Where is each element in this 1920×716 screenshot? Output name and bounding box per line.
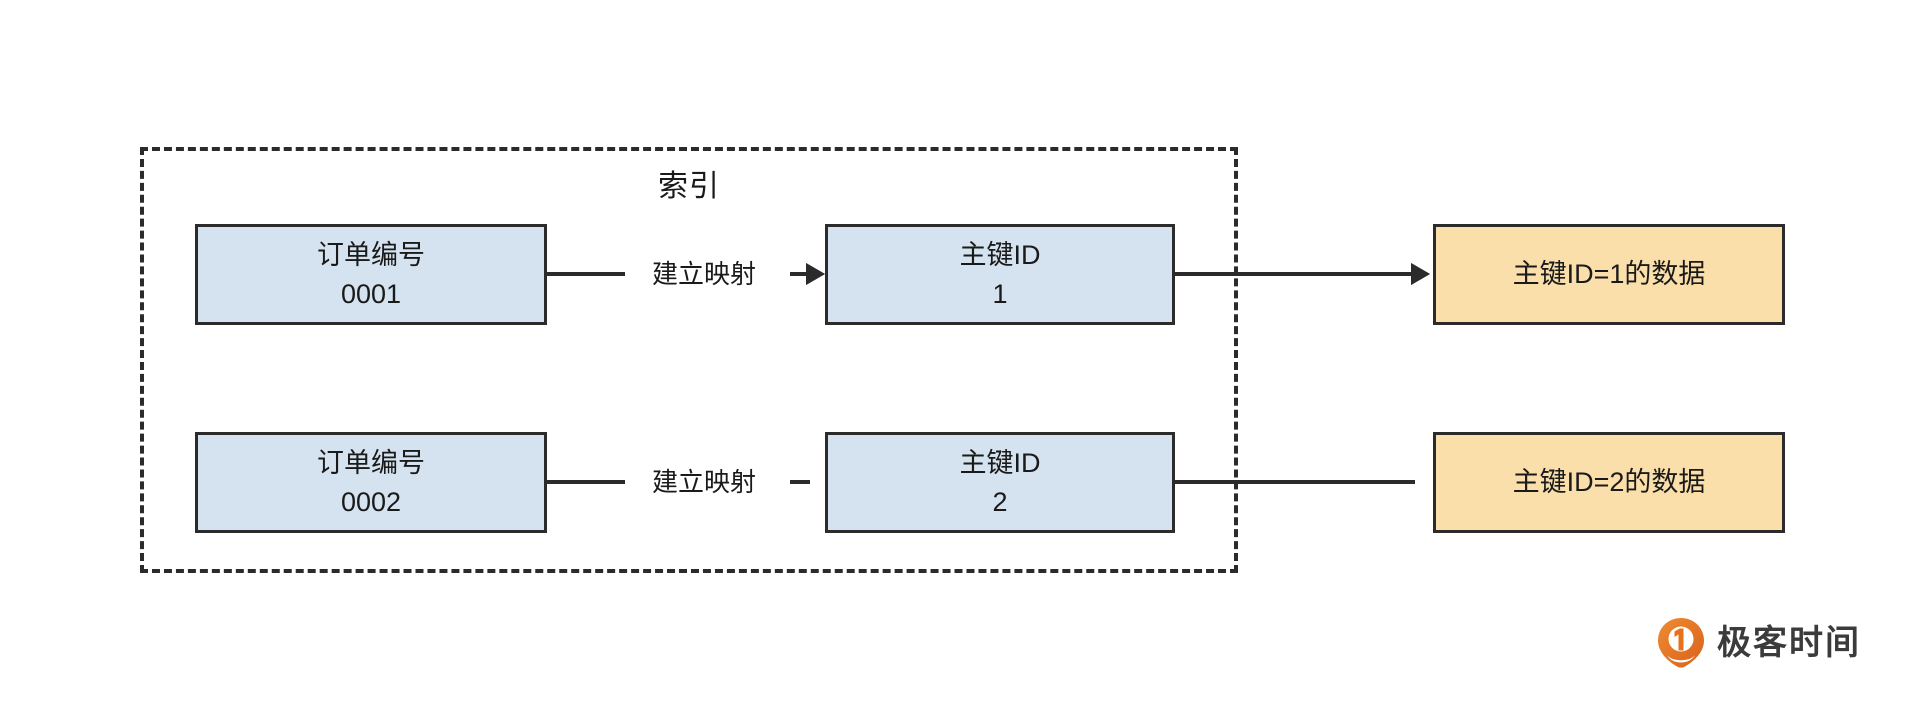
order-number-label-row1: 订单编号 bbox=[317, 240, 425, 271]
primary-key-value-row2: 2 bbox=[992, 486, 1008, 517]
index-group-title: 索引 bbox=[658, 170, 720, 203]
order-number-box-row1: 订单编号 0001 bbox=[195, 224, 547, 325]
primary-key-box-row1: 主键ID 1 bbox=[825, 224, 1175, 325]
index-group-boundary: 索引 bbox=[140, 147, 1238, 573]
primary-key-value-row1: 1 bbox=[992, 278, 1008, 309]
data-record-label-row2: 主键ID=2的数据 bbox=[1512, 467, 1706, 498]
mapping-arrow-icon-row2 bbox=[806, 263, 825, 285]
data-record-label-row1: 主键ID=1的数据 bbox=[1512, 259, 1706, 290]
order-number-value-row1: 0001 bbox=[340, 278, 402, 309]
mapping-connector-right-row2 bbox=[790, 480, 810, 484]
order-number-value-row2: 0002 bbox=[340, 486, 402, 517]
primary-key-box-row2: 主键ID 2 bbox=[825, 432, 1175, 533]
order-number-label-row2: 订单编号 bbox=[317, 448, 425, 479]
mapping-connector-left-row1 bbox=[547, 272, 625, 276]
geektime-pin-icon bbox=[1657, 617, 1705, 669]
brand-name: 极客时间 bbox=[1717, 624, 1861, 662]
mapping-connector-right-row1 bbox=[790, 272, 810, 276]
mapping-connector-left-row2 bbox=[547, 480, 625, 484]
data-connector-row2 bbox=[1175, 480, 1415, 484]
data-connector-row1 bbox=[1175, 272, 1415, 276]
primary-key-label-row1: 主键ID bbox=[959, 240, 1041, 271]
primary-key-label-row2: 主键ID bbox=[959, 448, 1041, 479]
brand-logo: 极客时间 bbox=[1657, 617, 1861, 669]
data-record-box-row2: 主键ID=2的数据 bbox=[1433, 432, 1785, 533]
mapping-label-row2: 建立映射 bbox=[651, 467, 756, 497]
mapping-label-row1: 建立映射 bbox=[651, 259, 756, 289]
data-arrow-icon-row2 bbox=[1411, 263, 1430, 285]
data-record-box-row1: 主键ID=1的数据 bbox=[1433, 224, 1785, 325]
order-number-box-row2: 订单编号 0002 bbox=[195, 432, 547, 533]
